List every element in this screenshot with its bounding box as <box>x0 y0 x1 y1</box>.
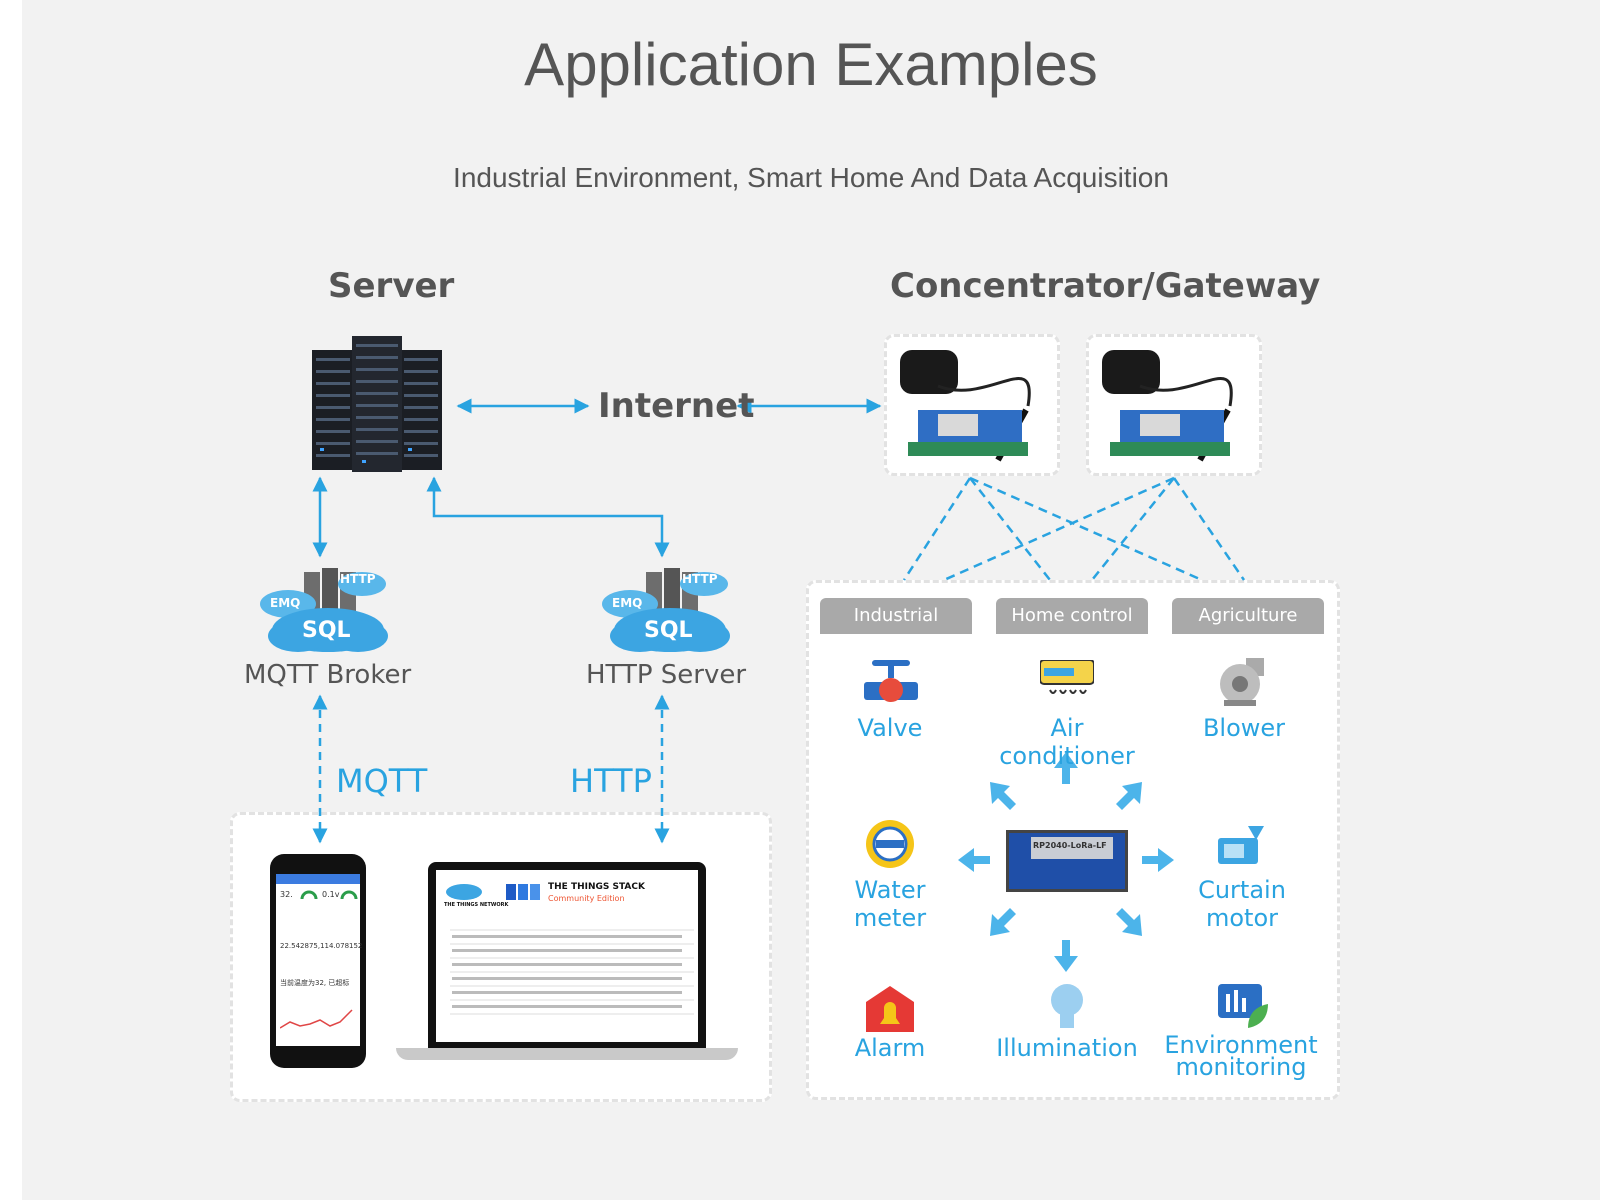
blower-icon <box>1220 658 1264 706</box>
radial-arrows <box>958 752 1174 972</box>
lora-module: RP2040-LoRa-LF <box>1006 830 1128 892</box>
http-server-icon: HTTP EMQ SQL <box>600 566 732 656</box>
mqtt-emq-badge: EMQ <box>270 596 301 610</box>
gateway-hardware-2 <box>1100 346 1250 464</box>
tab-industrial-control[interactable]: Industrial control <box>820 598 972 662</box>
water-meter-label: Water meter <box>853 876 927 932</box>
http-server-label: HTTP Server <box>586 660 747 690</box>
mqtt-http-badge: HTTP <box>340 572 376 586</box>
tab-home-control[interactable]: Home control <box>996 598 1148 634</box>
tab-agriculture-control[interactable]: Agriculture control <box>1172 598 1324 662</box>
page-subtitle: Industrial Environment, Smart Home And D… <box>453 162 1169 193</box>
phone-screen: 32. 0.1v 22.542875,114.078152 当前温度为32, 已… <box>276 874 363 1046</box>
server-httpserver-link <box>426 476 670 558</box>
diagram-canvas: Application Examples Industrial Environm… <box>22 0 1600 1200</box>
phone-temp: 当前温度为32, 已超标 <box>280 979 350 987</box>
phone-reading-2: 0.1v <box>322 890 340 899</box>
lora-chip <box>1031 837 1113 859</box>
illumination-icon <box>1051 984 1083 1028</box>
ttn-network-label: THE THINGS NETWORK <box>444 902 509 908</box>
illumination-label: Illumination <box>996 1034 1138 1062</box>
phone-device: 32. 0.1v 22.542875,114.078152 当前温度为32, 已… <box>270 854 366 1068</box>
curtain-motor-icon <box>1218 826 1264 864</box>
page-title: Application Examples <box>524 31 1098 98</box>
gateway-hardware-1 <box>898 346 1048 464</box>
http-emq-badge: EMQ <box>612 596 643 610</box>
laptop-device: THE THINGS NETWORK THE THINGS STACK Comm… <box>428 862 706 1048</box>
gateway-heading: Concentrator/Gateway <box>890 266 1321 306</box>
curtain-motor-label: Curtain motor <box>1198 876 1286 932</box>
environment-monitoring-icon <box>1218 984 1268 1028</box>
ttn-brand: THE THINGS STACK <box>548 882 645 892</box>
server-heading: Server <box>328 266 455 306</box>
water-meter-icon <box>866 820 914 868</box>
ttn-stack-logo <box>506 884 540 900</box>
mqtt-protocol-label: MQTT <box>336 762 428 800</box>
gateway-fanout-lines <box>902 476 1246 582</box>
blower-label: Blower <box>1202 714 1286 742</box>
mqtt-broker-icon: HTTP EMQ SQL <box>258 566 390 656</box>
laptop-table <box>450 929 694 1015</box>
environment-monitoring-label: Environment monitoring <box>1164 1031 1318 1081</box>
connector-lines <box>312 398 1246 972</box>
alarm-icon <box>866 986 914 1032</box>
http-sql-badge: SQL <box>644 618 693 643</box>
internet-label: Internet <box>598 386 755 426</box>
phone-reading-1: 32. <box>280 890 293 899</box>
mqtt-broker-label: MQTT Broker <box>244 660 412 690</box>
phone-chart <box>280 1009 353 1029</box>
phone-gauge-2 <box>340 890 358 900</box>
http-protocol-label: HTTP <box>570 762 652 800</box>
laptop-screen: THE THINGS NETWORK THE THINGS STACK Comm… <box>436 870 698 1042</box>
ttn-edition: Community Edition <box>548 894 625 903</box>
lora-module-label: RP2040-LoRa-LF <box>1033 841 1107 850</box>
server-rack-icon <box>312 336 442 472</box>
phone-coords: 22.542875,114.078152 <box>280 942 363 950</box>
mqtt-sql-badge: SQL <box>302 618 351 643</box>
ttn-cloud-icon <box>446 884 482 900</box>
valve-icon <box>864 660 918 702</box>
air-conditioner-icon <box>1040 660 1094 694</box>
http-http-badge: HTTP <box>682 572 718 586</box>
valve-label: Valve <box>857 714 923 742</box>
phone-gauge-1 <box>300 890 318 900</box>
laptop-base <box>396 1048 738 1060</box>
alarm-label: Alarm <box>854 1034 926 1062</box>
air-conditioner-label: Air conditioner <box>999 714 1135 770</box>
